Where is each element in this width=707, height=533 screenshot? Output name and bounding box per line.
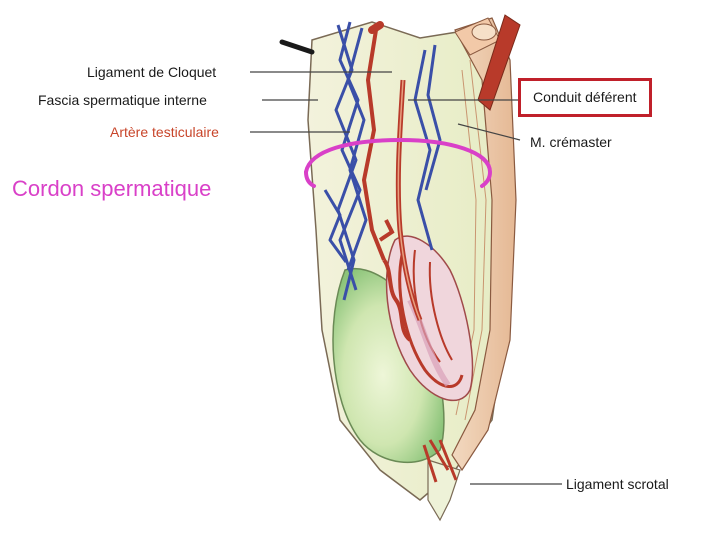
suture-tie <box>282 42 312 52</box>
label-cordon-spermatique: Cordon spermatique <box>12 176 211 202</box>
label-cremaster: M. crémaster <box>530 134 612 150</box>
cord-cut-end <box>472 24 496 40</box>
label-artere-testiculaire: Artère testiculaire <box>110 124 219 140</box>
highlight-box-conduit: Conduit déférent <box>518 78 652 117</box>
label-conduit-deferent: Conduit déférent <box>533 89 637 105</box>
label-ligament-scrotal: Ligament scrotal <box>566 476 669 492</box>
label-ligament-cloquet: Ligament de Cloquet <box>87 64 216 80</box>
label-fascia-spermatique: Fascia spermatique interne <box>38 92 207 108</box>
